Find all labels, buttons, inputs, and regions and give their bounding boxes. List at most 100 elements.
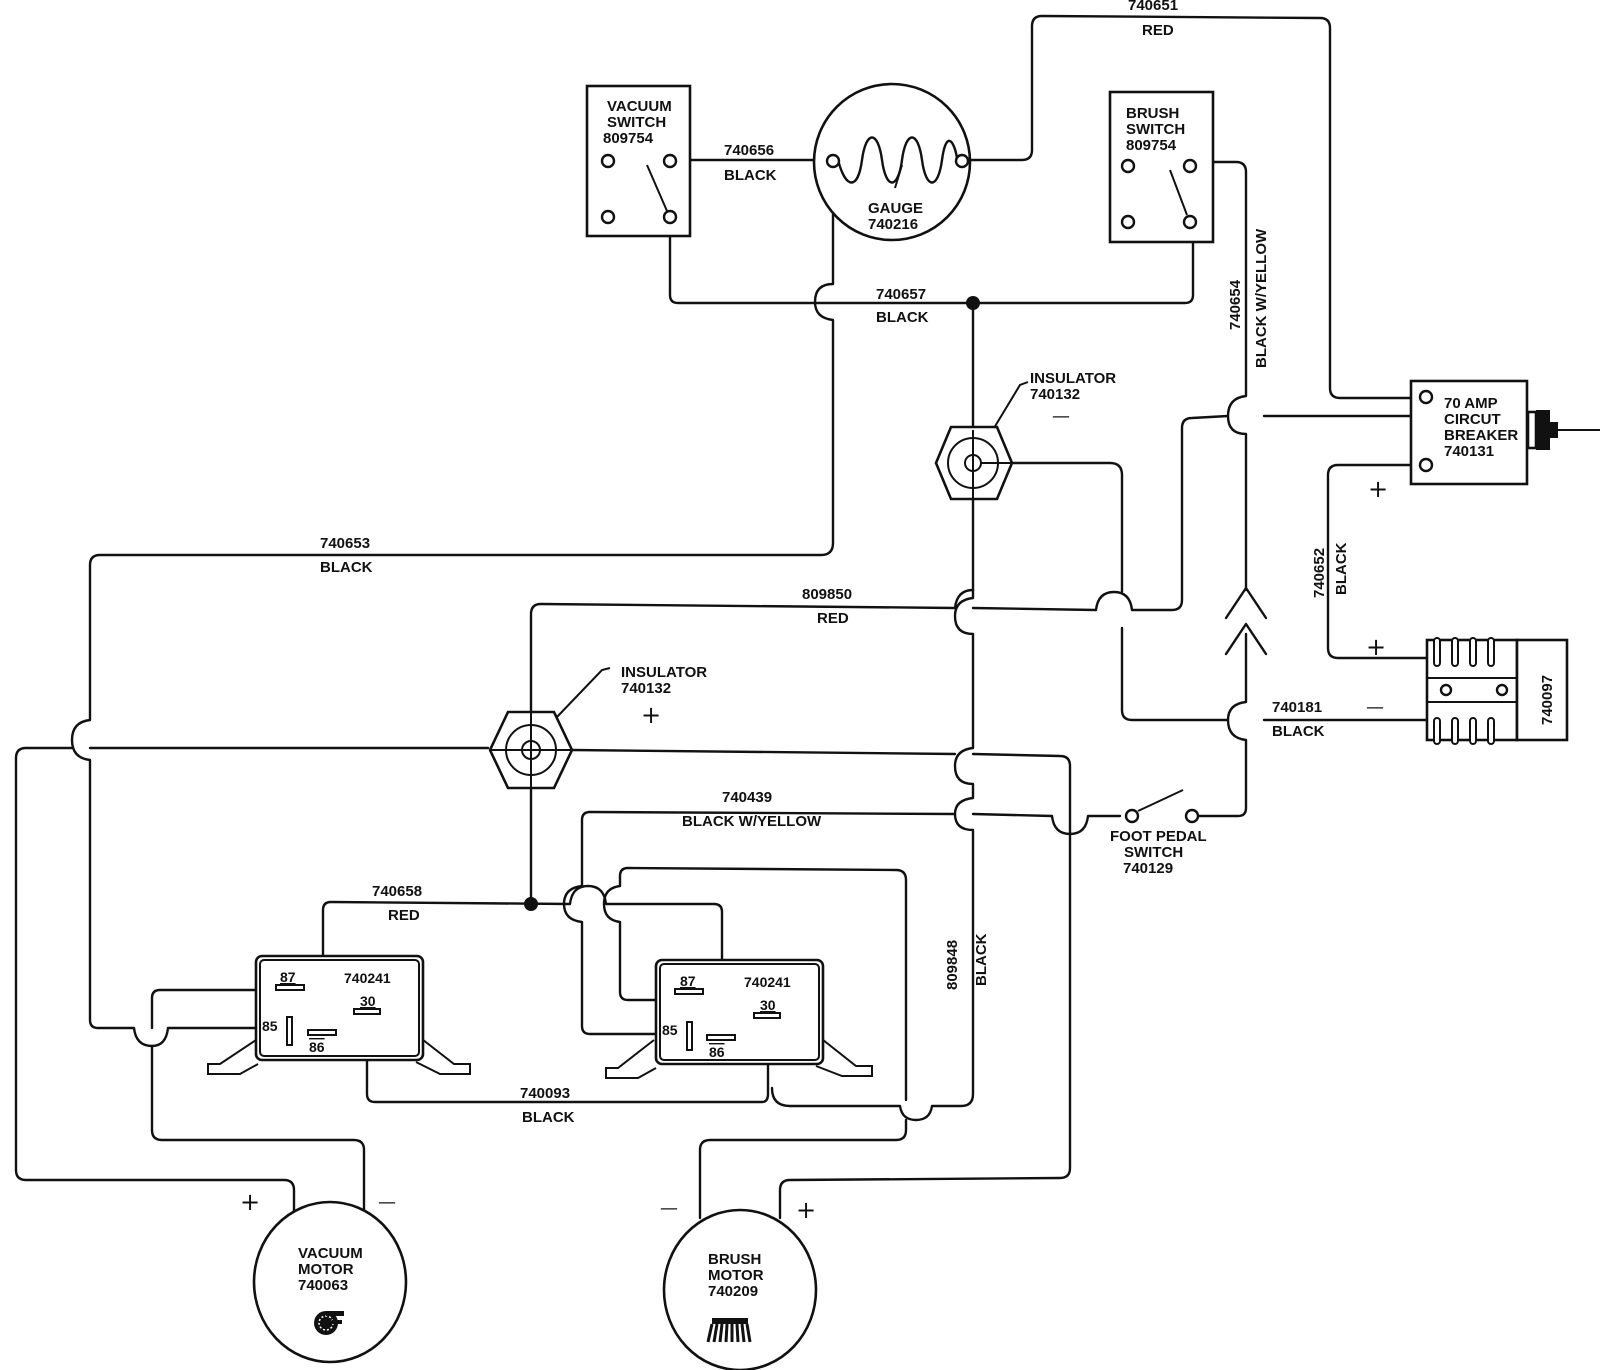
breaker-label-3: BREAKER bbox=[1444, 427, 1518, 444]
wire-label-740657-part: 740657 bbox=[876, 286, 926, 303]
junction-dot-740657 bbox=[966, 296, 980, 310]
wire-label-740654-part: 740654 bbox=[1227, 279, 1244, 330]
relay-left-pin-86: 86 bbox=[309, 1039, 325, 1055]
brush-motor-label-1: BRUSH bbox=[708, 1251, 761, 1268]
insulator-upper[interactable]: INSULATOR 740132 — bbox=[934, 370, 1116, 501]
relay-mount-icon bbox=[605, 1039, 657, 1079]
insulator-upper-part: 740132 bbox=[1030, 386, 1080, 403]
relay-mount-icon bbox=[815, 1035, 873, 1077]
wire-label-740656-color: BLACK bbox=[724, 167, 777, 184]
relay-right-pin-87: 87 bbox=[680, 973, 696, 989]
wire-insulator-lower-horizontal bbox=[14, 746, 490, 1220]
wire-insulator-lower-right bbox=[570, 748, 1072, 1220]
breaker-reset-button-icon[interactable] bbox=[1526, 410, 1600, 450]
relay-mount-icon bbox=[207, 1039, 259, 1075]
vacuum-switch-label-1: VACUUM bbox=[607, 98, 672, 115]
inline-connector-icon bbox=[1224, 586, 1268, 656]
wire-740658 bbox=[321, 884, 724, 1038]
wire-label-809850-color: RED bbox=[817, 610, 849, 627]
insulator-lower-part: 740132 bbox=[621, 680, 671, 697]
vacuum-switch-part: 809754 bbox=[603, 130, 654, 147]
breaker-label-2: CIRCUT bbox=[1444, 411, 1501, 428]
breaker-part: 740131 bbox=[1444, 443, 1494, 460]
wire-label-740653-part: 740653 bbox=[320, 535, 370, 552]
leader-line bbox=[555, 667, 611, 719]
wire-label-740656-part: 740656 bbox=[724, 142, 774, 159]
battery-minus-sign: — bbox=[1366, 697, 1384, 718]
insulator-lower[interactable]: INSULATOR 740132 + bbox=[488, 664, 707, 790]
wire-740439 bbox=[562, 810, 1122, 1036]
terminal-icon bbox=[1182, 158, 1198, 174]
brush-motor[interactable]: BRUSH MOTOR 740209 — + bbox=[660, 1196, 818, 1370]
vacuum-switch-label-2: SWITCH bbox=[607, 114, 666, 131]
insulator-upper-polarity: — bbox=[1052, 406, 1070, 427]
wire-labels: 740651 RED 740656 BLACK 740657 BLACK 740… bbox=[320, 0, 1350, 1126]
wire-label-740652-part: 740652 bbox=[1311, 548, 1328, 598]
wire-label-740181-part: 740181 bbox=[1272, 699, 1322, 716]
gauge[interactable]: GAUGE 740216 bbox=[812, 82, 972, 242]
vacuum-fan-icon bbox=[314, 1311, 344, 1335]
relay-right-pin-86: 86 bbox=[709, 1044, 725, 1060]
brush-icon bbox=[706, 1318, 752, 1343]
relay-right-part: 740241 bbox=[744, 974, 791, 990]
terminal-icon bbox=[954, 153, 970, 169]
wire-label-740181-color: BLACK bbox=[1272, 723, 1325, 740]
vacuum-motor-part: 740063 bbox=[298, 1277, 348, 1294]
wire-label-740658-part: 740658 bbox=[372, 883, 422, 900]
gauge-part: 740216 bbox=[868, 216, 918, 233]
wire-right-relay-87 bbox=[602, 866, 908, 1220]
brush-switch[interactable]: BRUSH SWITCH 809754 bbox=[1108, 90, 1215, 244]
relay-right[interactable]: 87 85 86 740241 30 bbox=[605, 958, 873, 1079]
vacuum-motor-plus: + bbox=[240, 1188, 260, 1216]
relay-left[interactable]: 87 85 86 740241 30 bbox=[207, 954, 471, 1075]
brush-motor-minus: — bbox=[660, 1198, 678, 1219]
switch-lever-icon bbox=[1137, 789, 1184, 812]
wire-740181 bbox=[1010, 461, 1436, 722]
circuit-breaker[interactable]: 70 AMP CIRCUT BREAKER 740131 bbox=[1409, 379, 1600, 486]
brush-switch-label-2: SWITCH bbox=[1126, 121, 1185, 138]
wire-label-740093-part: 740093 bbox=[520, 1085, 570, 1102]
relay-left-pin-87: 87 bbox=[280, 969, 296, 985]
terminal-icon bbox=[600, 209, 616, 225]
wire-809850 bbox=[529, 408, 1434, 752]
wire-label-740651-color: RED bbox=[1142, 22, 1174, 39]
wire-label-809850-part: 809850 bbox=[802, 586, 852, 603]
wire-label-740658-color: RED bbox=[388, 907, 420, 924]
wire-740653 bbox=[70, 158, 835, 1048]
vacuum-motor-label-2: MOTOR bbox=[298, 1261, 354, 1278]
battery-connector[interactable]: 740097 bbox=[1425, 637, 1569, 745]
switch-lever-icon bbox=[1169, 169, 1188, 216]
wires bbox=[14, 14, 1436, 1220]
terminal-icon bbox=[600, 153, 616, 169]
wire-label-740653-color: BLACK bbox=[320, 559, 373, 576]
vacuum-motor[interactable]: VACUUM MOTOR 740063 + — bbox=[240, 1188, 408, 1364]
relay-right-pin-30: 30 bbox=[760, 997, 776, 1013]
brush-motor-label-2: MOTOR bbox=[708, 1267, 764, 1284]
insulator-lower-polarity: + bbox=[641, 701, 661, 729]
relay-left-part: 740241 bbox=[344, 970, 391, 986]
insulator-lower-label: INSULATOR bbox=[621, 664, 707, 681]
wire-label-809848-color: BLACK bbox=[973, 933, 990, 986]
wire-740651 bbox=[960, 14, 1420, 400]
wire-740652 bbox=[1326, 463, 1436, 660]
terminal-icon bbox=[1124, 808, 1140, 824]
switch-lever-icon bbox=[646, 164, 668, 212]
wire-label-740654-color: BLACK W/YELLOW bbox=[1253, 228, 1270, 368]
gauge-coil-icon bbox=[836, 136, 959, 184]
foot-pedal-label-2: SWITCH bbox=[1124, 844, 1183, 861]
terminal-icon bbox=[662, 209, 678, 225]
gauge-needle-icon bbox=[894, 164, 903, 189]
wire-left-relay-87 bbox=[150, 988, 366, 1220]
brush-motor-plus: + bbox=[796, 1196, 816, 1224]
vacuum-switch[interactable]: VACUUM SWITCH 809754 bbox=[585, 84, 692, 238]
foot-pedal-label-1: FOOT PEDAL bbox=[1110, 828, 1207, 845]
terminal-icon bbox=[1182, 214, 1198, 230]
wire-label-740651-part: 740651 bbox=[1128, 0, 1178, 14]
wire-label-740439-color: BLACK W/YELLOW bbox=[682, 813, 822, 830]
foot-pedal-switch[interactable]: FOOT PEDAL SWITCH 740129 bbox=[1110, 789, 1207, 877]
terminal-icon bbox=[1120, 158, 1136, 174]
wire-label-740652-color: BLACK bbox=[1333, 542, 1350, 595]
battery-connector-part: 740097 bbox=[1539, 675, 1556, 725]
relay-right-pin-85: 85 bbox=[662, 1022, 678, 1038]
